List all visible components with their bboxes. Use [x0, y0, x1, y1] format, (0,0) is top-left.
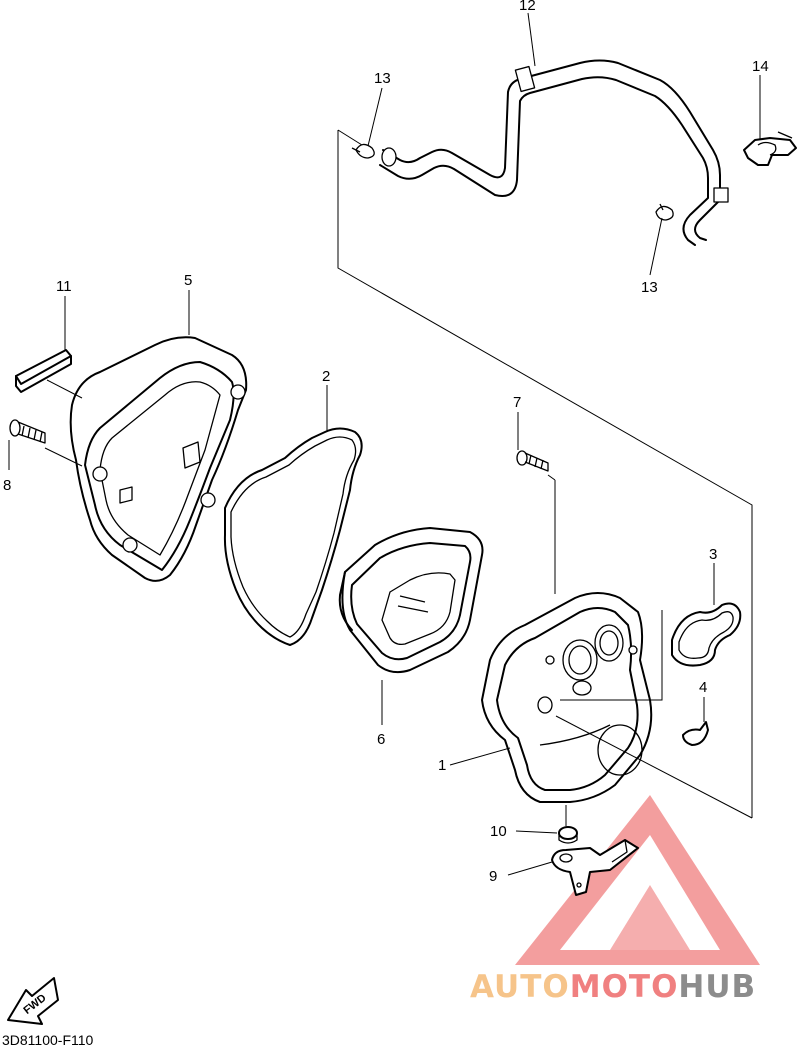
watermark-auto: AUTO: [470, 969, 570, 1005]
logo-triangle-inner: [610, 885, 690, 950]
automotohub-logo: [515, 795, 760, 965]
callout-10: 10: [490, 823, 507, 840]
air-filter-element: [338, 527, 484, 674]
callout-2: 2: [322, 368, 330, 385]
callout-7: 7: [513, 394, 521, 411]
callout-4: 4: [699, 679, 707, 696]
forward-direction-arrow: FWD: [7, 977, 59, 1025]
breather-hose: [379, 59, 729, 246]
damper-pad: [15, 349, 72, 393]
case-gasket: [223, 427, 363, 646]
watermark-text: AUTOMOTOHUB: [470, 969, 756, 1005]
watermark-moto: MOTO: [570, 969, 679, 1005]
callout-numbers: 1 2 3 4 5 6 7 8 9 10 11 12 13 13 14: [3, 0, 769, 885]
callout-13-lower: 13: [641, 279, 658, 296]
hose-clip-upper: [351, 143, 375, 159]
diagram-code: 3D81100-F110: [2, 1032, 94, 1048]
hose-holder-clamp: [743, 131, 797, 166]
callout-9: 9: [489, 868, 497, 885]
watermark-hub: HUB: [678, 969, 756, 1005]
callout-13-upper: 13: [374, 70, 391, 87]
callout-14: 14: [752, 58, 769, 75]
drain-plug-cap: [558, 805, 578, 844]
air-filter-case: [481, 592, 653, 803]
callout-6: 6: [377, 731, 385, 748]
callout-11: 11: [56, 278, 72, 295]
assembly-outline-lines: [337, 129, 753, 819]
screw-left: [9, 419, 46, 444]
seal-gasket: [671, 602, 742, 667]
callout-1: 1: [438, 757, 446, 774]
callout-12: 12: [519, 0, 536, 14]
mounting-bracket: [551, 839, 639, 896]
hose-clip-lower: [655, 203, 674, 221]
callout-5: 5: [184, 272, 192, 289]
logo-triangle: [515, 795, 760, 965]
air-filter-case-cover: [69, 336, 248, 582]
callout-8: 8: [3, 477, 11, 494]
callout-3: 3: [709, 546, 717, 563]
callout-leader-lines: [8, 12, 761, 876]
screw-right: [516, 450, 549, 472]
retaining-clip: [682, 721, 709, 746]
